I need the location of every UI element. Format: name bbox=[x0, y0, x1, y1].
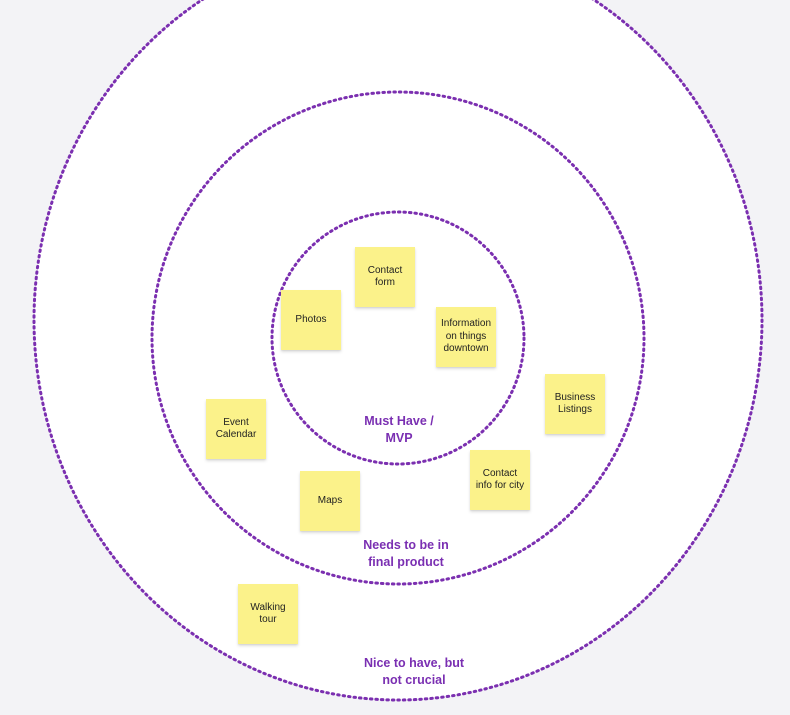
sticky-note-photos[interactable]: Photos bbox=[281, 290, 341, 350]
sticky-note-text: Contact form bbox=[367, 264, 403, 289]
sticky-note-text: Photos bbox=[295, 313, 327, 325]
sticky-note-event-calendar[interactable]: Event Calendar bbox=[206, 399, 266, 459]
sticky-note-contact-info-for-city[interactable]: Contact info for city bbox=[470, 450, 530, 510]
sticky-note-text: Event Calendar bbox=[215, 416, 257, 441]
sticky-note-contact-form[interactable]: Contact form bbox=[355, 247, 415, 307]
sticky-note-business-listings[interactable]: Business Listings bbox=[545, 374, 605, 434]
sticky-note-text: Walking tour bbox=[250, 601, 286, 626]
ring-label-needs-to-be-in-final-product: Needs to be in final product bbox=[363, 538, 449, 569]
ring-label-must-have-mvp: Must Have / MVP bbox=[364, 414, 434, 445]
ring-label-nice-to-have: Nice to have, but not crucial bbox=[363, 656, 465, 687]
sticky-note-walking-tour[interactable]: Walking tour bbox=[238, 584, 298, 644]
sticky-note-information-on-things-downtown[interactable]: Information on things downtown bbox=[436, 307, 496, 367]
sticky-note-maps[interactable]: Maps bbox=[300, 471, 360, 531]
sticky-note-text: Maps bbox=[317, 494, 343, 506]
sticky-note-text: Information on things downtown bbox=[440, 318, 492, 355]
sticky-note-text: Contact info for city bbox=[475, 467, 525, 492]
sticky-note-text: Business Listings bbox=[554, 391, 596, 416]
inner-ring-must-have-mvp bbox=[270, 210, 526, 466]
